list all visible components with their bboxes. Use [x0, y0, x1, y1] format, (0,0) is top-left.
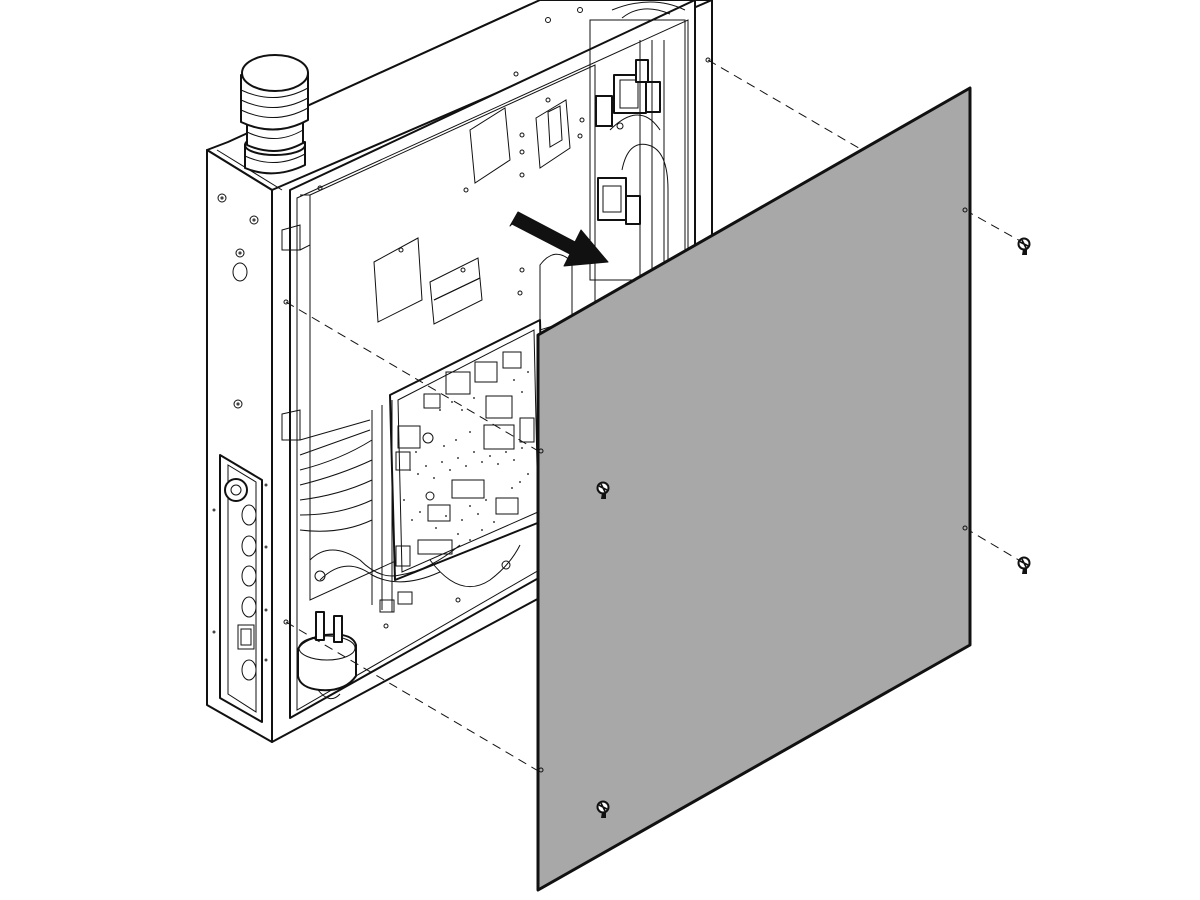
- enclosure-interior: [281, 1, 686, 700]
- screw-icon: [596, 481, 610, 499]
- screw-icon: [1017, 237, 1031, 255]
- wiring-harness: [299, 400, 521, 613]
- arrow-right-down-icon: [509, 211, 609, 267]
- pressure-sensor: [297, 611, 357, 700]
- valve-assembly: [589, 1, 686, 300]
- screw-icon: [596, 800, 610, 818]
- gray-cover-panel-icon: [536, 86, 972, 892]
- connector-strip: [219, 454, 263, 723]
- side-panel: [536, 86, 972, 892]
- mounting-plate: [469, 107, 511, 184]
- mounting-plate: [373, 237, 423, 323]
- screw-icon: [1017, 556, 1031, 574]
- side-controls: [212, 193, 268, 723]
- beacon-light-icon: [240, 54, 309, 175]
